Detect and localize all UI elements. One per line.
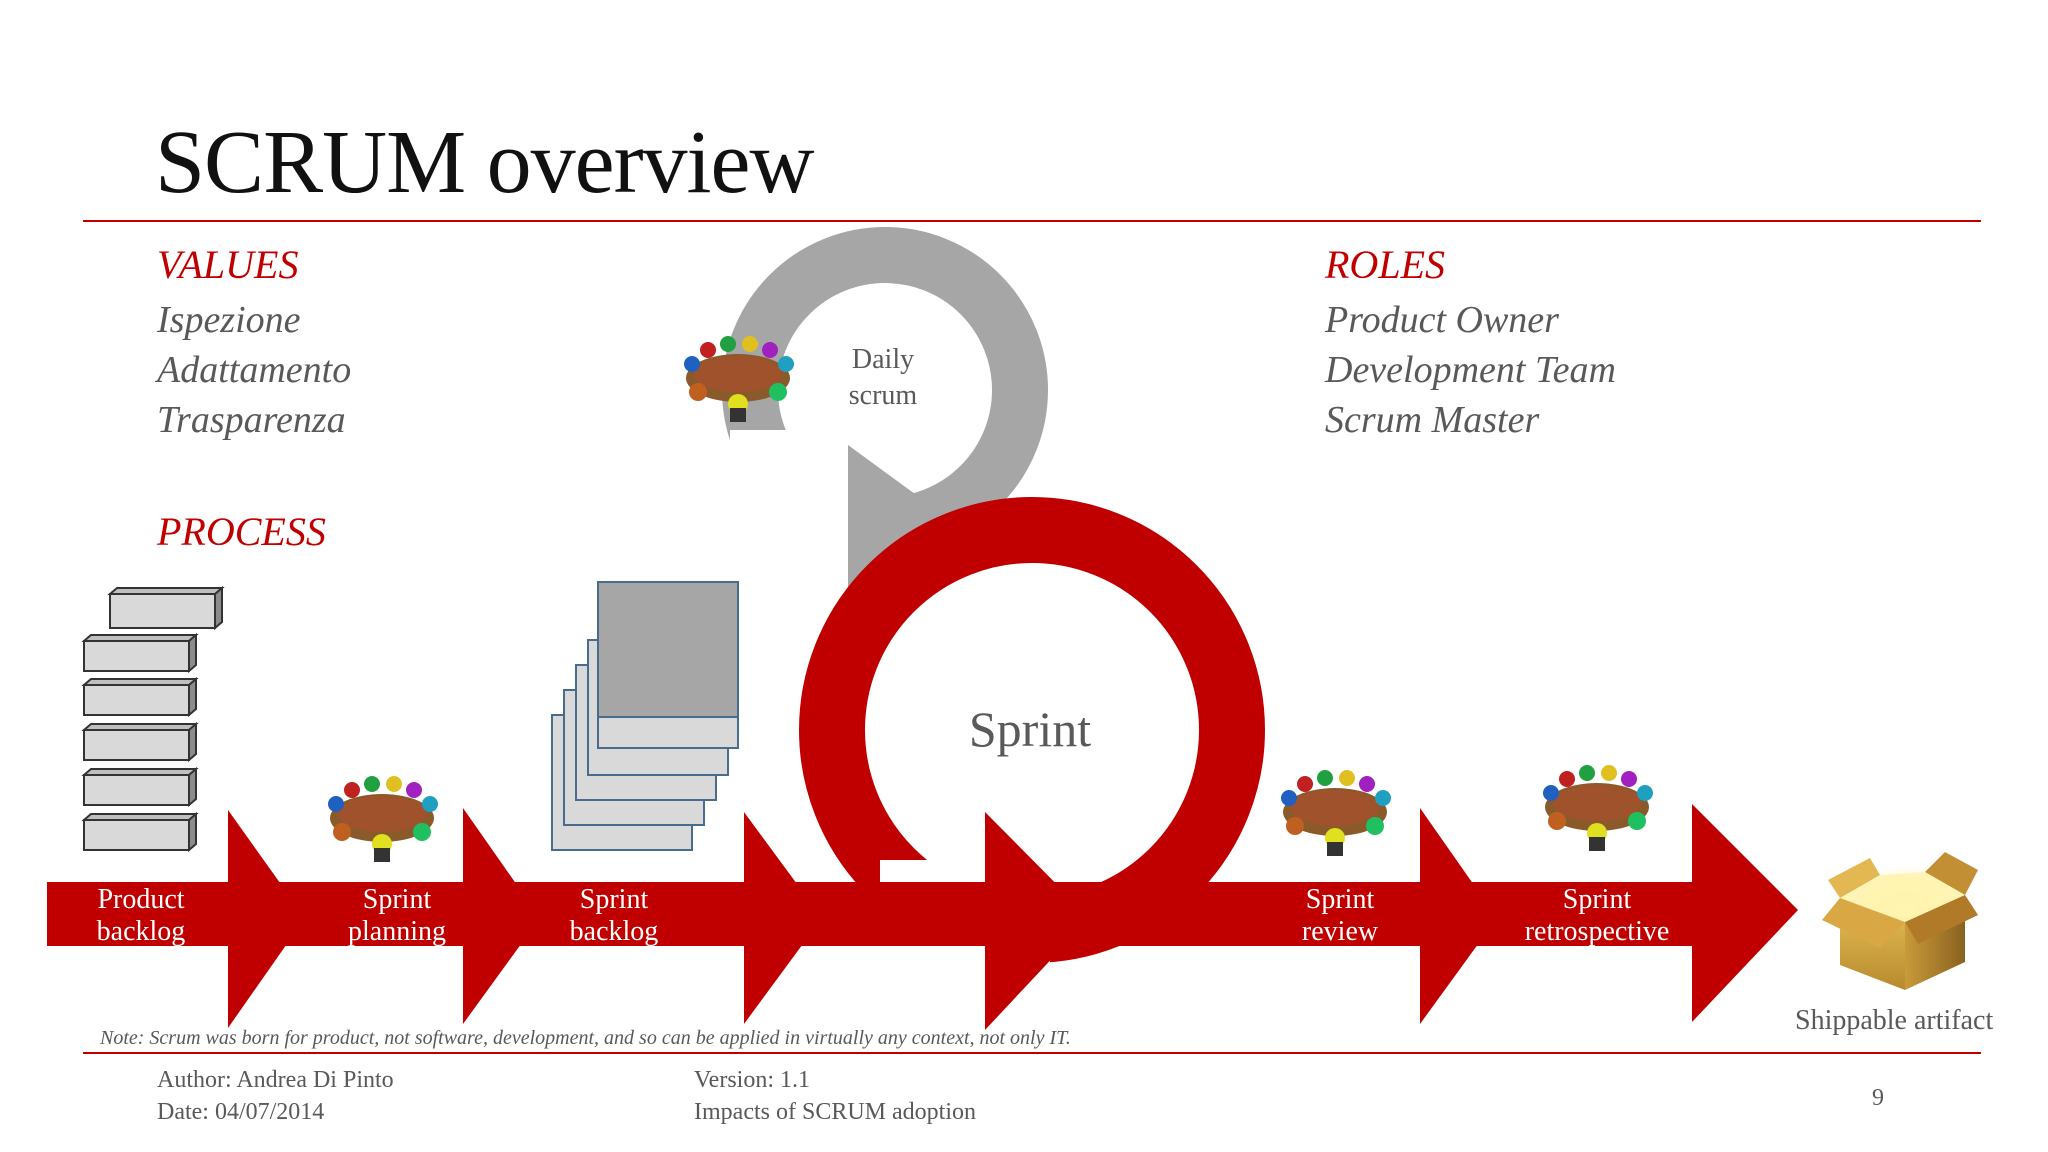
flow-step-product-backlog: Product backlog [11, 884, 271, 948]
footer-date: Date: 04/07/2014 [157, 1099, 325, 1125]
values-heading: VALUES [157, 242, 299, 287]
roles-item: Development Team [1325, 349, 1616, 391]
meeting-table-icon [684, 336, 794, 422]
footnote: Note: Scrum was born for product, not so… [100, 1027, 1071, 1049]
footer-author-block: Author: Andrea Di Pinto Date: 04/07/2014 [157, 1064, 394, 1128]
flow-step-line1: Sprint [579, 884, 649, 915]
footer-divider [83, 1052, 1981, 1054]
flow-step-line2: planning [348, 916, 446, 947]
daily-scrum-label: Daily scrum [808, 342, 958, 414]
daily-scrum-line2: scrum [848, 380, 918, 411]
daily-scrum-line1: Daily [851, 344, 915, 375]
footer-version: Version: 1.1 [694, 1067, 810, 1093]
flow-step-line2: retrospective [1524, 916, 1670, 947]
roles-heading: ROLES [1325, 242, 1445, 287]
sprint-backlog-pages-icon [551, 581, 739, 851]
footer-version-block: Version: 1.1 Impacts of SCRUM adoption [694, 1064, 976, 1128]
flow-step-sprint-backlog: Sprint backlog [484, 884, 744, 948]
flow-step-sprint-retrospective: Sprint retrospective [1467, 884, 1727, 948]
values-item: Ispezione [157, 299, 301, 341]
roles-item: Product Owner [1325, 299, 1559, 341]
backlog-stack-icon [81, 585, 225, 853]
meeting-table-icon [1543, 765, 1653, 851]
footer-author: Author: Andrea Di Pinto [157, 1067, 394, 1093]
page-number: 9 [1872, 1085, 1884, 1111]
shippable-artifact-label: Shippable artifact [1795, 1005, 1994, 1036]
flow-step-line2: backlog [569, 916, 659, 947]
flow-step-line2: review [1301, 916, 1379, 947]
process-heading: PROCESS [157, 509, 326, 554]
flow-step-line1: Sprint [1562, 884, 1632, 915]
flow-step-sprint-review: Sprint review [1210, 884, 1470, 948]
flow-step-line2: backlog [96, 916, 186, 947]
values-list: Ispezione Adattamento Trasparenza [157, 295, 351, 445]
meeting-table-icon [328, 776, 438, 862]
footer-subject: Impacts of SCRUM adoption [694, 1099, 976, 1125]
meeting-table-icon [1281, 770, 1391, 856]
values-item: Trasparenza [157, 399, 346, 441]
flow-step-sprint-planning: Sprint planning [267, 884, 527, 948]
sprint-label: Sprint [968, 701, 1092, 757]
flow-step-line1: Sprint [1305, 884, 1375, 915]
process-arrow [47, 804, 1798, 1030]
flow-step-line1: Sprint [362, 884, 432, 915]
values-item: Adattamento [157, 349, 352, 391]
open-box-icon [1822, 852, 1978, 990]
title-divider [83, 220, 1981, 222]
slide-title: SCRUM overview [155, 113, 814, 212]
roles-item: Scrum Master [1325, 399, 1540, 441]
flow-step-line1: Product [97, 884, 185, 915]
roles-list: Product Owner Development Team Scrum Mas… [1325, 295, 1616, 445]
